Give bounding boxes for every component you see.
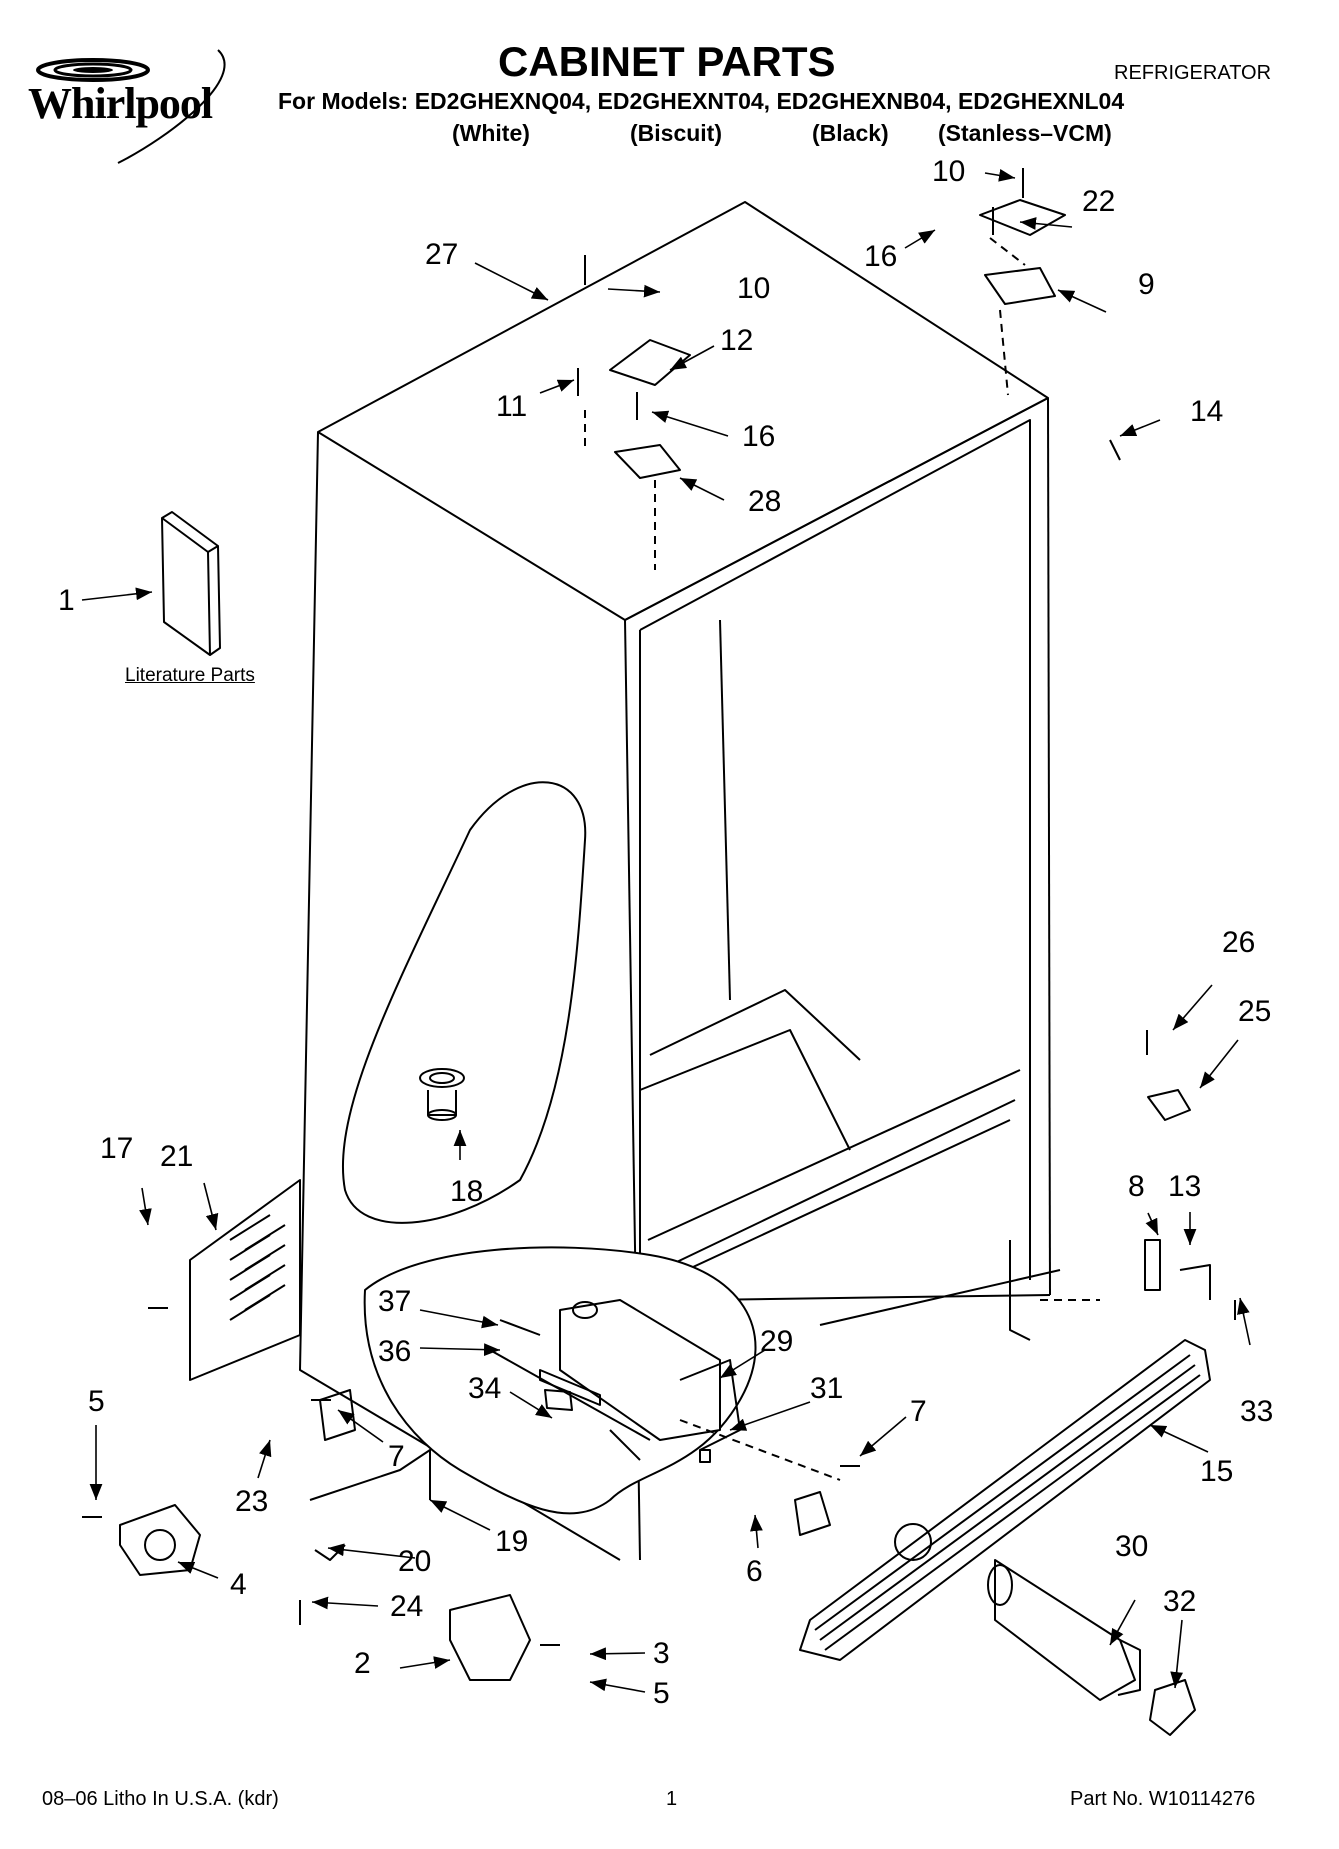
callout-9: 9 [1138,268,1155,301]
hinge-pin-bracket [1144,1239,1211,1300]
variant-black: (Black) [812,120,889,146]
callout-leaders [81,169,1251,1693]
callout-22: 22 [1082,185,1116,218]
callout-11: 11 [496,390,528,423]
callout-6: 6 [746,1555,763,1588]
water-filter [987,1559,1141,1701]
callout-32: 32 [1163,1585,1197,1618]
callout-24: 24 [390,1590,424,1623]
callout-7-center: 7 [388,1440,405,1473]
callout-8: 8 [1128,1170,1145,1203]
kickplate-grille [799,1339,1211,1661]
whirlpool-swirl-logo [36,49,226,164]
literature-booklet [161,511,221,656]
callout-5-right: 5 [653,1677,670,1710]
callout-12: 12 [720,324,754,357]
bracket-parts [319,439,1121,1536]
door-closer-left [119,1504,201,1576]
top-hinge-center [609,339,691,479]
callout-18: 18 [450,1175,484,1208]
callout-37: 37 [378,1285,412,1318]
callout-25: 25 [1238,995,1272,1028]
page-title: CABINET PARTS [498,38,836,85]
callout-21: 21 [160,1140,194,1173]
callout-4: 4 [230,1568,247,1601]
callout-26: 26 [1222,926,1256,959]
callout-29: 29 [760,1325,794,1358]
callout-33: 33 [1240,1395,1274,1428]
variant-stainless: (Stanless–VCM) [938,120,1112,146]
filter-cap [1149,1679,1196,1736]
callout-19: 19 [495,1525,529,1558]
callout-2: 2 [354,1647,371,1680]
literature-parts-label: Literature Parts [125,665,255,686]
footer-part-number: Part No. W10114276 [1070,1788,1256,1810]
cutaway-view-bottom [363,1246,757,1515]
callout-34: 34 [468,1372,502,1405]
door-closer-right [1147,1089,1191,1121]
footer-page-number: 1 [666,1788,678,1810]
callout-10-center: 10 [737,272,771,305]
callout-27: 27 [425,238,459,271]
brand-logo-text: Whirlpool [28,79,213,128]
callout-10-top: 10 [932,155,966,188]
tube-clip-parts [309,1449,431,1561]
water-valve-assembly [489,1299,741,1461]
variant-white: (White) [452,120,530,146]
callout-20: 20 [398,1545,432,1578]
hidden-lines [584,237,1100,1481]
callout-23: 23 [235,1485,269,1518]
callout-31: 31 [810,1372,844,1405]
variant-biscuit: (Biscuit) [630,120,722,146]
models-line: For Models: ED2GHEXNQ04, ED2GHEXNT04, ED… [278,88,1125,114]
callout-7-right: 7 [910,1395,927,1428]
leveling-foot-part [419,1068,465,1121]
callout-14: 14 [1190,395,1224,428]
callout-28: 28 [748,485,782,518]
appliance-type: REFRIGERATOR [1114,62,1272,84]
callout-36: 36 [378,1335,412,1368]
callout-16-center: 16 [742,420,776,453]
callout-13: 13 [1168,1170,1202,1203]
callout-5-left: 5 [88,1385,105,1418]
callout-17: 17 [100,1132,134,1165]
callout-15: 15 [1200,1455,1234,1488]
callout-3: 3 [653,1637,670,1670]
callout-16-top: 16 [864,240,898,273]
lower-hinge [449,1594,531,1681]
callout-1: 1 [58,584,75,617]
cutaway-view-top [341,781,587,1224]
footer-print-info: 08–06 Litho In U.S.A. (kdr) [42,1788,279,1810]
callout-30: 30 [1115,1530,1149,1563]
refrigerator-cabinet [299,201,1061,1561]
rear-grille-panel [189,1179,301,1381]
